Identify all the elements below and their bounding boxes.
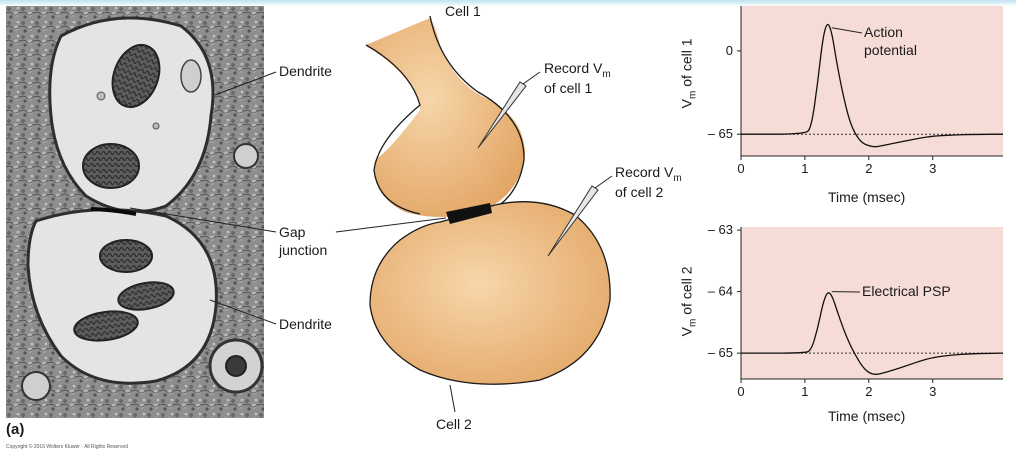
chart-2-x-tick-label: 0 bbox=[737, 384, 744, 399]
leader-gap-junction bbox=[129, 207, 277, 233]
leader-junction-diagram bbox=[335, 217, 447, 233]
label-record-1-line2: of cell 1 bbox=[544, 80, 593, 96]
chart-2-trace bbox=[741, 292, 1004, 375]
chart-1-annotation-leader bbox=[831, 27, 863, 34]
micrograph-image bbox=[6, 6, 264, 418]
chart-1-x-tick-label: 0 bbox=[737, 161, 744, 176]
chart-1-annotation-line1: Action bbox=[864, 24, 903, 40]
chart-2-x-tick-label: 2 bbox=[865, 384, 872, 399]
cell-2-body bbox=[369, 201, 611, 385]
label-record-2: Record Vm bbox=[615, 164, 682, 187]
chart-1-x-tick-label: 1 bbox=[801, 161, 808, 176]
chart-2-annotation: Electrical PSP bbox=[862, 283, 951, 299]
label-record-2-line2: of cell 2 bbox=[615, 184, 664, 200]
panel-label: (a) bbox=[6, 421, 25, 438]
copyright-notice: Copyright © 2016 Wolters Kluwer · All Ri… bbox=[6, 444, 128, 450]
electron-micrograph bbox=[6, 6, 264, 418]
header-bar bbox=[0, 0, 1016, 6]
chart-2-y-tick-label: – 64 bbox=[708, 284, 733, 299]
label-cell-1: Cell 1 bbox=[445, 3, 481, 19]
leader-record-2 bbox=[594, 175, 613, 189]
label-junction: junction bbox=[279, 242, 328, 258]
chart-2-x-tick-label: 1 bbox=[801, 384, 808, 399]
record-1-text: Record V bbox=[544, 60, 603, 76]
leader-cell-2 bbox=[449, 384, 456, 413]
record-2-text: Record V bbox=[615, 164, 674, 180]
label-record-1: Record Vm bbox=[544, 60, 611, 83]
cell-1-body bbox=[366, 18, 525, 217]
chart-2-y-tick-label: – 63 bbox=[708, 222, 733, 237]
label-dendrite-top: Dendrite bbox=[279, 63, 332, 79]
chart-2-ylabel-sub: m bbox=[687, 318, 699, 327]
leader-dendrite-top bbox=[214, 71, 277, 96]
chart-1-x-tick-label: 3 bbox=[929, 161, 936, 176]
label-dendrite-bottom: Dendrite bbox=[279, 316, 332, 332]
chart-2-xlabel: Time (msec) bbox=[828, 408, 906, 424]
chart-2-ylabel-rest: of cell 2 bbox=[678, 266, 695, 319]
record-1-subscript: m bbox=[602, 68, 611, 80]
label-cell-2: Cell 2 bbox=[436, 416, 472, 432]
chart-2-plot-area bbox=[741, 227, 1003, 379]
leader-record-1 bbox=[522, 71, 541, 85]
chart-2-ylabel-main: V bbox=[678, 326, 695, 337]
chart-1-xlabel: Time (msec) bbox=[828, 189, 906, 205]
chart-1-y-tick-label: – 65 bbox=[708, 126, 733, 141]
chart-1-y-tick-label: 0 bbox=[726, 43, 733, 58]
chart-1-trace bbox=[740, 23, 1004, 148]
chart-2-x-tick-label: 3 bbox=[929, 384, 936, 399]
chart-1-x-tick-label: 2 bbox=[865, 161, 872, 176]
label-gap: Gap bbox=[279, 224, 306, 240]
gap-junction-plug bbox=[446, 203, 492, 224]
chart-2-y-tick-label: – 65 bbox=[708, 345, 733, 360]
chart-1-plot-area bbox=[741, 6, 1003, 156]
chart-1-annotation-line2: potential bbox=[864, 42, 917, 58]
leader-dendrite-bottom bbox=[209, 299, 277, 325]
chart-2-ylabel: Vm of cell 2 bbox=[679, 251, 702, 351]
record-2-subscript: m bbox=[673, 172, 682, 184]
